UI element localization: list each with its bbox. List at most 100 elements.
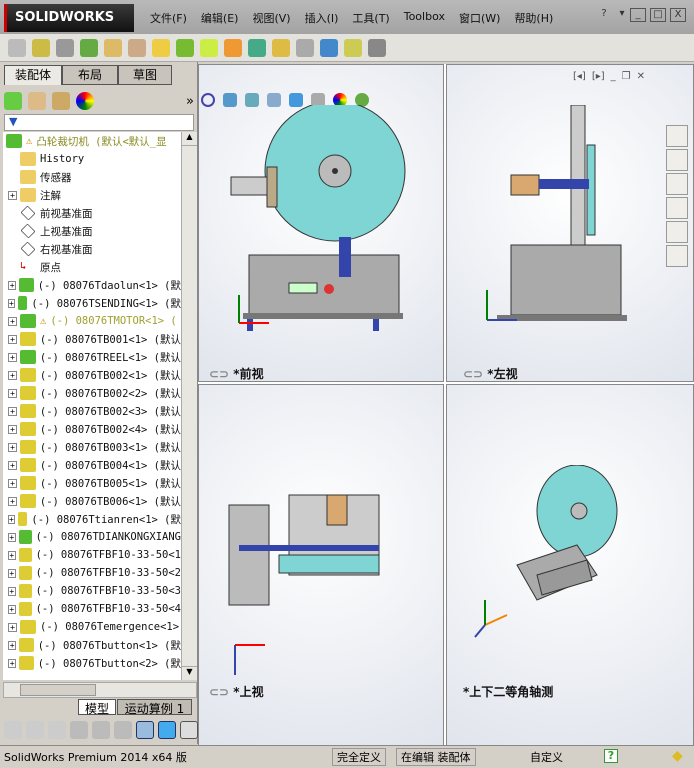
toolbar-button-icon[interactable]	[56, 38, 74, 57]
tree-item[interactable]: +(-) 08076Temergence<1>	[3, 618, 181, 636]
viewport-close-icon[interactable]: ✕	[636, 71, 646, 82]
tree-horizontal-scrollbar[interactable]	[3, 682, 197, 698]
tree-item[interactable]: 传感器	[3, 168, 181, 186]
expand-icon[interactable]: +	[8, 460, 17, 470]
toolbar-button-icon[interactable]	[200, 38, 218, 57]
viewport-restore-icon[interactable]: ❐	[621, 71, 631, 82]
appearance-icon[interactable]	[333, 93, 347, 107]
expand-icon[interactable]: +	[8, 352, 17, 362]
expand-icon[interactable]: +	[8, 280, 17, 290]
view-orientation-icon[interactable]	[289, 93, 303, 107]
grid-icon[interactable]	[92, 721, 110, 739]
toolbar-button-icon[interactable]	[104, 38, 122, 57]
menu-item-3[interactable]: 插入(I)	[304, 12, 339, 25]
close-button[interactable]: X	[670, 8, 686, 22]
expand-icon[interactable]: +	[8, 298, 15, 308]
edit-appearance-icon[interactable]	[4, 721, 22, 739]
tree-item[interactable]: 右视基准面	[3, 240, 181, 258]
display-style-icon[interactable]	[311, 93, 325, 107]
menu-item-2[interactable]: 视图(V)	[252, 12, 291, 25]
display-manager-icon[interactable]	[76, 92, 94, 110]
toolbar-button-icon[interactable]	[344, 38, 362, 57]
tree-item[interactable]: +(-) 08076Tdaolun<1> (默	[3, 276, 181, 294]
expand-icon[interactable]: +	[8, 388, 17, 398]
tree-item[interactable]: +(-) 08076TB006<1> (默认	[3, 492, 181, 510]
property-manager-icon[interactable]	[28, 92, 46, 110]
tree-item[interactable]: +(-) 08076TFBF10-33-50<2	[3, 564, 181, 582]
file-explorer-icon[interactable]	[666, 173, 688, 195]
tree-item[interactable]: +(-) 08076TFBF10-33-50<4	[3, 600, 181, 618]
expand-icon[interactable]: +	[8, 442, 17, 452]
menu-item-7[interactable]: 帮助(H)	[514, 12, 554, 25]
toolbar-button-icon[interactable]	[176, 38, 194, 57]
tree-vertical-scrollbar[interactable]: ▲▼	[181, 132, 197, 680]
minimize-button[interactable]: _	[630, 8, 646, 22]
expand-icon[interactable]: +	[8, 496, 17, 506]
expand-icon[interactable]: +	[8, 658, 17, 668]
layers-icon[interactable]	[26, 721, 44, 739]
tab-model[interactable]: 模型	[78, 699, 116, 716]
toolbar-button-icon[interactable]	[128, 38, 146, 57]
expand-icon[interactable]: +	[8, 622, 17, 632]
coordinate-view-icon[interactable]	[136, 721, 154, 739]
tile-left-icon[interactable]: [◂]	[573, 71, 586, 82]
expand-icon[interactable]: +	[8, 532, 16, 542]
toolbar-button-icon[interactable]	[80, 38, 98, 57]
expand-icon[interactable]: +	[8, 316, 17, 326]
toolbar-button-icon[interactable]	[32, 38, 50, 57]
home-icon[interactable]	[666, 125, 688, 147]
tree-item[interactable]: +(-) 08076TB002<4> (默认	[3, 420, 181, 438]
tab-motion-study-1[interactable]: 运动算例 1	[117, 699, 192, 716]
viewport-left[interactable]: [◂][▸]_❐✕ ⊂⊃ *左视	[446, 64, 694, 382]
expand-icon[interactable]: +	[8, 424, 17, 434]
viewport-minimize-icon[interactable]: _	[610, 71, 616, 82]
tree-item[interactable]: History	[3, 150, 181, 168]
expand-icon[interactable]: +	[8, 406, 17, 416]
toolbar-button-icon[interactable]	[248, 38, 266, 57]
tree-item[interactable]: +(-) 08076TB002<1> (默认	[3, 366, 181, 384]
menu-item-0[interactable]: 文件(F)	[150, 12, 187, 25]
3d-view-icon[interactable]	[158, 721, 176, 739]
tree-item[interactable]: +(-) 08076Ttianren<1> (默	[3, 510, 181, 528]
tree-item[interactable]: +(-) 08076TB005<1> (默认	[3, 474, 181, 492]
toolbar-button-icon[interactable]	[152, 38, 170, 57]
menu-item-5[interactable]: Toolbox	[403, 10, 445, 23]
toolbar-button-icon[interactable]	[8, 38, 26, 57]
feature-manager-icon[interactable]	[4, 92, 22, 110]
toolbar-button-icon[interactable]	[320, 38, 338, 57]
tree-item[interactable]: +(-) 08076TB003<1> (默认	[3, 438, 181, 456]
graphics-area[interactable]: ⊂⊃ *前视 [◂][▸]_❐✕ ⊂⊃ *左视 ⊂⊃ *上视 *上下二等角轴测	[198, 64, 694, 746]
tree-item[interactable]: +(-) 08076Tbutton<1> (默	[3, 636, 181, 654]
tree-item[interactable]: +(-) 08076TFBF10-33-50<3	[3, 582, 181, 600]
table-icon[interactable]	[180, 721, 198, 739]
viewport-top[interactable]: ⊂⊃ *上视	[198, 384, 444, 746]
tree-item[interactable]: +(-) 08076TREEL<1> (默认	[3, 348, 181, 366]
maximize-button[interactable]: □	[650, 8, 666, 22]
expand-icon[interactable]: +	[8, 568, 16, 578]
tree-item[interactable]: +(-) 08076TSENDING<1> (默	[3, 294, 181, 312]
tile-right-icon[interactable]: [▸]	[591, 71, 605, 82]
zoom-area-icon[interactable]	[223, 93, 237, 107]
help-icon[interactable]: ?	[604, 749, 618, 763]
configuration-manager-icon[interactable]	[52, 92, 70, 110]
units-selector[interactable]: 自定义	[530, 751, 563, 764]
tree-item[interactable]: +(-) 08076TB004<1> (默认	[3, 456, 181, 474]
list-icon[interactable]	[70, 721, 88, 739]
menu-item-1[interactable]: 编辑(E)	[200, 12, 239, 25]
expand-icon[interactable]: +	[8, 640, 17, 650]
tree-item[interactable]: +(-) 08076TB002<3> (默认	[3, 402, 181, 420]
expand-icon[interactable]: +	[8, 334, 17, 344]
compare-icon[interactable]	[114, 721, 132, 739]
expand-icon[interactable]: +	[8, 514, 15, 524]
custom-properties-icon[interactable]	[666, 245, 688, 267]
expand-icon[interactable]: +	[8, 550, 16, 560]
expand-icon[interactable]: +	[8, 190, 17, 200]
tree-item[interactable]: 上视基准面	[3, 222, 181, 240]
tag-icon[interactable]: ◆	[672, 748, 683, 764]
appearances-icon[interactable]	[666, 221, 688, 243]
tree-item[interactable]: +(-) 08076TDIANKONGXIANG	[3, 528, 181, 546]
view-palette-icon[interactable]	[666, 197, 688, 219]
tree-item[interactable]: +(-) 08076Tbutton<2> (默	[3, 654, 181, 672]
toolbar-button-icon[interactable]	[224, 38, 242, 57]
viewport-isometric[interactable]: *上下二等角轴测	[446, 384, 694, 746]
